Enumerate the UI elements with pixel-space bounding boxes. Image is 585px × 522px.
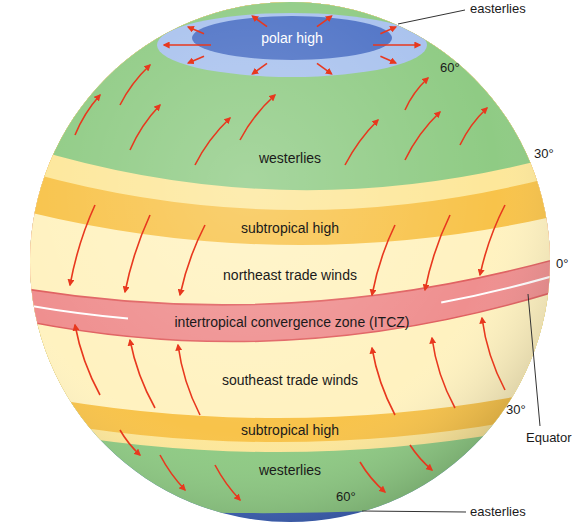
globe-shading [30, 2, 550, 522]
wind-arrow [373, 44, 420, 46]
wind-band: subtropical high [237, 219, 343, 238]
wind-arrows [70, 16, 505, 500]
wind-arrow [317, 63, 332, 74]
wind-arrow [70, 205, 95, 285]
band-label: polar high [261, 30, 323, 47]
callout-label: easterlies [470, 1, 526, 16]
wind-arrow [188, 27, 204, 34]
wind-arrow [405, 112, 440, 160]
band-label: intertropical convergence zone (ITCZ) [175, 314, 410, 331]
wind-band: polar high [257, 29, 327, 48]
wind-arrow [215, 465, 240, 500]
wind-band: intertropical convergence zone (ITCZ) [171, 313, 414, 332]
wind-arrow [160, 455, 185, 490]
wind-arrow [252, 16, 267, 27]
wind-arrow [360, 462, 385, 492]
latitude-label: 30° [506, 402, 526, 417]
wind-arrow [120, 65, 150, 105]
wind-arrow [180, 225, 205, 295]
leader-line [528, 294, 540, 426]
band-label: westerlies [259, 462, 321, 479]
wind-arrow [317, 16, 332, 27]
wind-arrow [188, 56, 204, 63]
wind-arrow [372, 348, 395, 415]
wind-arrow [130, 105, 160, 150]
band-label: subtropical high [241, 422, 339, 439]
wind-arrow [405, 78, 428, 110]
leader-line [362, 511, 466, 512]
latitude-label: 60° [440, 60, 460, 75]
wind-arrow [432, 338, 455, 408]
wind-arrow [75, 95, 100, 135]
latitude-label: 30° [534, 146, 554, 161]
wind-arrow [482, 318, 505, 390]
callout-label: Equator [526, 430, 572, 445]
wind-arrow [75, 325, 100, 395]
wind-band: southeast trade winds [218, 371, 362, 390]
wind-arrow [372, 225, 395, 295]
band-label: southeast trade winds [222, 372, 358, 389]
wind-arrow [410, 445, 432, 470]
wind-arrow [120, 430, 140, 455]
wind-arrow [164, 44, 211, 46]
callout-label: easterlies [470, 504, 526, 519]
wind-arrow [252, 63, 267, 74]
wind-band: westerlies [255, 149, 325, 168]
wind-arrow [125, 215, 150, 292]
wind-arrow [240, 95, 275, 140]
wind-band: westerlies [255, 461, 325, 480]
band-label: subtropical high [241, 220, 339, 237]
band-label: westerlies [259, 150, 321, 167]
wind-arrow [425, 215, 450, 290]
wind-arrow [345, 120, 378, 165]
latitude-label: 60° [336, 489, 356, 504]
wind-band: subtropical high [237, 421, 343, 440]
wind-arrow [380, 56, 395, 63]
wind-arrow [178, 345, 200, 415]
wind-arrow [380, 27, 395, 34]
wind-arrow [460, 108, 487, 145]
wind-arrow [130, 340, 155, 408]
wind-arrow [195, 118, 230, 165]
band-label: northeast trade winds [223, 267, 357, 284]
wind-band: northeast trade winds [219, 266, 361, 285]
latitude-label: 0° [556, 256, 568, 271]
leader-line [398, 10, 465, 24]
wind-arrow [480, 205, 505, 275]
leader-lines [362, 10, 540, 512]
